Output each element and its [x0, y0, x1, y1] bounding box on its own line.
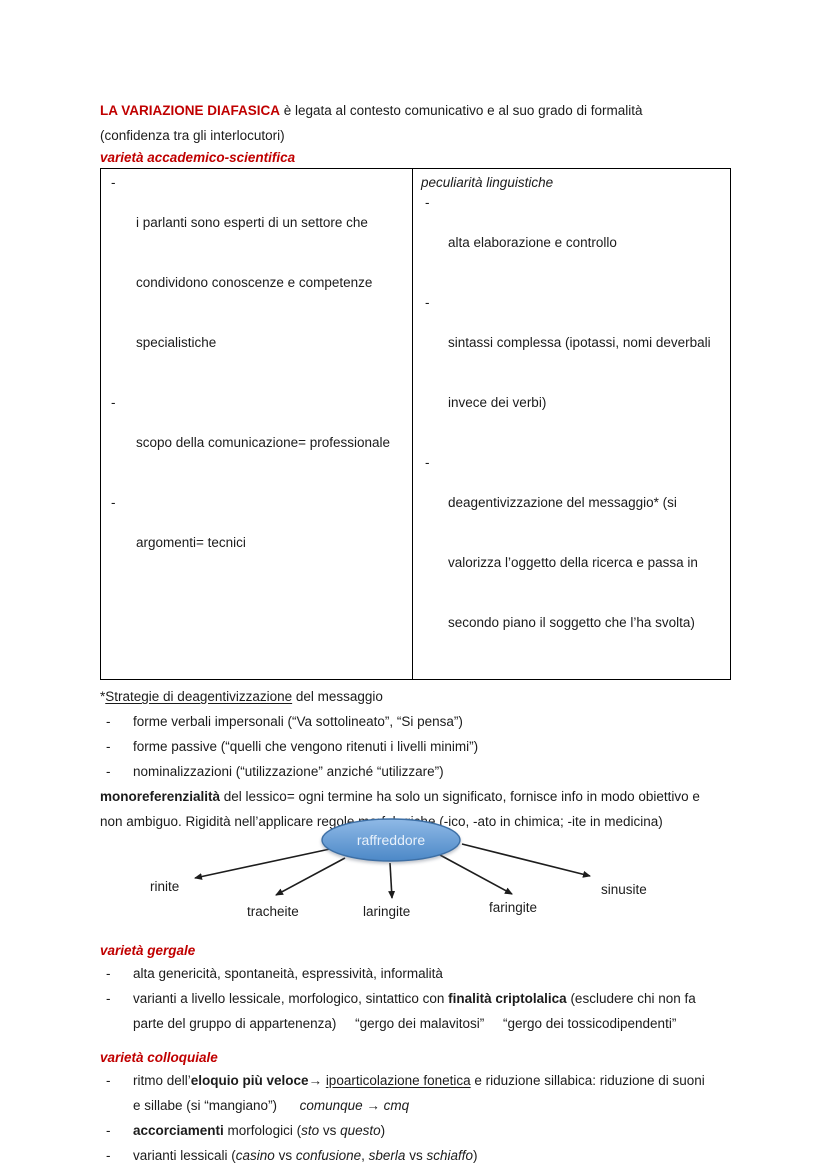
table-line: condividono conoscenze e competenze: [136, 275, 373, 290]
diagram-center-label: raffreddore: [357, 832, 425, 848]
table-bullet-item: - deagentivizzazione del messaggio* (si …: [421, 453, 722, 673]
bullet-text: forme passive (“quelli che vengono riten…: [133, 739, 479, 754]
diagram-arrow-rinite: [194, 848, 331, 880]
raffreddore-ellipse: [321, 818, 461, 862]
bullet-dash: -: [106, 1123, 111, 1138]
bullet-item: - accorciamenti morfologici (sto vs ques…: [100, 1118, 731, 1143]
bullet-dash: -: [425, 195, 430, 210]
bullet-item: - ritmo dell’eloquio più veloce→ ipoarti…: [100, 1068, 731, 1118]
section-heading-accademico: varietà accademico-scientifica: [100, 150, 296, 165]
table-bullet-item: - i parlanti sono esperti di un settore …: [109, 173, 404, 393]
bullet-item: - varianti a livello lessicale, morfolog…: [100, 986, 731, 1036]
table-line: argomenti= tecnici: [136, 535, 246, 550]
semantic-field-diagram: raffreddore rinite tracheite laringite f…: [150, 818, 647, 919]
bullet-dash: -: [106, 764, 111, 779]
table-line: invece dei verbi): [448, 395, 547, 410]
table-line: specialistiche: [136, 335, 217, 350]
bullet-dash: -: [106, 1073, 111, 1088]
table-line: sintassi complessa (ipotassi, nomi dever…: [448, 335, 711, 350]
table-cell-speakers: - i parlanti sono esperti di un settore …: [101, 169, 412, 679]
table-line: deagentivizzazione del messaggio* (si: [448, 495, 677, 510]
mono-paragraph-line-1: monoreferenzialità del lessico= ogni ter…: [100, 789, 700, 804]
intro-line-1: LA VARIAZIONE DIAFASICA è legata al cont…: [100, 103, 643, 118]
bullet-text: ritmo dell’eloquio più veloce→ ipoartico…: [133, 1073, 705, 1088]
diagram-label-faringite: faringite: [489, 900, 537, 915]
bullet-continuation: e sillabe (si “mangiano”) comunque → cmq: [133, 1098, 410, 1113]
diagram-label-tracheite: tracheite: [247, 904, 299, 919]
intro-line-2: (confidenza tra gli interlocutori): [100, 128, 285, 143]
diagram-arrow-tracheite: [275, 857, 346, 896]
table-line: alta elaborazione e controllo: [448, 235, 617, 250]
bullet-text: nominalizzazioni (“utilizzazione” anzich…: [133, 764, 444, 779]
table-line: scopo della comunicazione= professionale: [136, 435, 391, 450]
table-bullet-item: - scopo della comunicazione= professiona…: [109, 393, 404, 493]
bullet-text: alta genericità, spontaneità, espressivi…: [133, 966, 443, 981]
table-bullet-item: - argomenti= tecnici: [109, 493, 404, 593]
diagram-arrow-sinusite: [461, 843, 591, 878]
diagram-arrow-faringite: [439, 854, 513, 895]
bullet-continuation: parte del gruppo di appartenenza) “gergo…: [133, 1016, 677, 1031]
bullet-text: varianti lessicali (casino vs confusione…: [133, 1148, 478, 1163]
table-bullet-item: - sintassi complessa (ipotassi, nomi dev…: [421, 293, 722, 453]
diagram-label-rinite: rinite: [150, 879, 179, 894]
table-cell-linguistic-features: peculiarità linguistiche - alta elaboraz…: [412, 169, 730, 679]
bullet-item: - forme passive (“quelli che vengono rit…: [100, 734, 731, 759]
bullet-dash: -: [106, 739, 111, 754]
bullet-dash: -: [106, 1148, 111, 1163]
table-line: valorizza l’oggetto della ricerca e pass…: [448, 555, 698, 570]
table-line: i parlanti sono esperti di un settore ch…: [136, 215, 368, 230]
bullet-dash: -: [111, 395, 116, 410]
bullet-dash: -: [106, 991, 111, 1006]
bullet-dash: -: [106, 966, 111, 981]
bullet-text: forme verbali impersonali (“Va sottoline…: [133, 714, 463, 729]
bullet-item: - varianti lessicali (casino vs confusio…: [100, 1143, 731, 1168]
diagram-label-sinusite: sinusite: [601, 882, 647, 897]
bullet-item: - alta genericità, spontaneità, espressi…: [100, 961, 731, 986]
strategie-heading: *Strategie di deagentivizzazione del mes…: [100, 689, 383, 704]
table-column-header: peculiarità linguistiche: [421, 175, 554, 190]
section-heading-colloquiale: varietà colloquiale: [100, 1050, 218, 1065]
peculiarities-table: - i parlanti sono esperti di un settore …: [100, 168, 731, 680]
bullet-dash: -: [111, 495, 116, 510]
bullet-dash: -: [106, 714, 111, 729]
bullet-item: - forme verbali impersonali (“Va sottoli…: [100, 709, 731, 734]
diagram-arrow-laringite: [388, 862, 396, 899]
mono-paragraph-line-2: non ambiguo. Rigidità nell’applicare reg…: [100, 814, 663, 829]
bullet-text: accorciamenti morfologici (sto vs questo…: [133, 1123, 386, 1138]
diagram-label-laringite: laringite: [363, 904, 410, 919]
table-bullet-item: - alta elaborazione e controllo: [421, 193, 722, 293]
bullet-text: varianti a livello lessicale, morfologic…: [133, 991, 696, 1006]
bullet-dash: -: [425, 295, 430, 310]
section-heading-gergale: varietà gergale: [100, 943, 196, 958]
bullet-dash: -: [111, 175, 116, 190]
bullet-item: - nominalizzazioni (“utilizzazione” anzi…: [100, 759, 731, 784]
bullet-dash: -: [425, 455, 430, 470]
table-line: secondo piano il soggetto che l’ha svolt…: [448, 615, 695, 630]
